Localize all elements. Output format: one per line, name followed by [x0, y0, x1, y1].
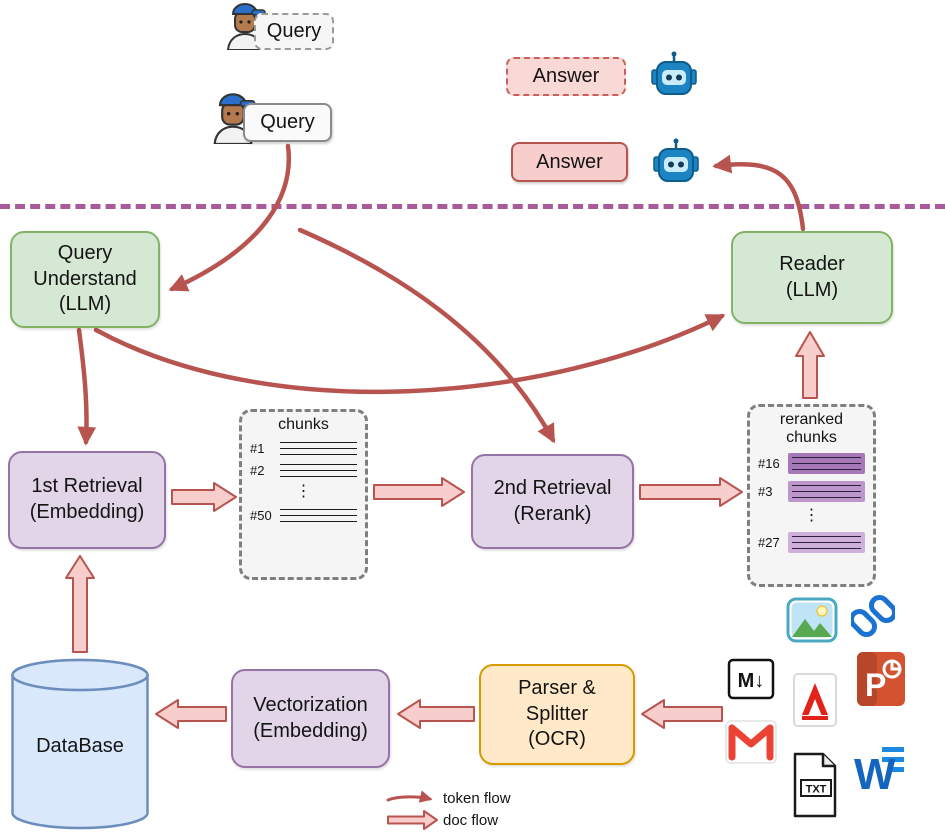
node-label-line: (LLM) — [785, 278, 839, 301]
first-retrieval-node: 1st Retrieval (Embedding) — [8, 451, 166, 549]
docarrow-parser-to-vectorization — [397, 699, 475, 729]
chunk-text-lines — [280, 508, 357, 522]
node-label-line: 2nd Retrieval — [493, 476, 612, 499]
arrow-reader-to-answer — [712, 154, 806, 232]
database-cylinder — [10, 658, 150, 830]
reranked-chunk-bar — [788, 481, 865, 503]
node-label-line: (LLM) — [58, 293, 112, 316]
node-label-line: Understand — [33, 267, 137, 290]
reranked-chunk-bar — [788, 453, 865, 475]
reranked-title-line: chunks — [786, 428, 837, 446]
docarrow-database-to-first-retrieval — [65, 555, 95, 653]
node-label-line: Vectorization — [253, 693, 368, 716]
legend-doc-flow-label: doc flow — [443, 812, 499, 829]
answer-box: Answer — [511, 142, 628, 182]
pdf-file-icon — [792, 672, 838, 728]
second-retrieval-node: 2nd Retrieval (Rerank) — [471, 454, 634, 549]
reranked-chunk-bar — [788, 532, 865, 554]
legend-doc-arrow — [387, 810, 438, 830]
chunk-id: #16 — [758, 456, 780, 472]
chunk-ellipsis: ⋮ — [803, 507, 820, 525]
query-label: Query — [260, 111, 315, 133]
powerpoint-file-icon: P — [855, 650, 907, 708]
arrow-query-understand-to-first-retrieval — [76, 327, 97, 446]
node-label-line: Query — [57, 242, 113, 265]
chunk-id: #3 — [758, 484, 773, 500]
node-label-line: Splitter — [525, 702, 589, 725]
query-box: Query — [243, 103, 332, 142]
legend-token-arrow — [386, 790, 433, 803]
answer-draft-label: Answer — [532, 65, 600, 87]
node-label-line: (Rerank) — [513, 502, 592, 525]
robot-icon — [650, 50, 698, 100]
chunk-id: #50 — [250, 507, 272, 523]
arrow-query-understand-to-reader — [93, 313, 726, 395]
chunk-id: #2 — [250, 462, 265, 478]
database-label: DataBase — [36, 735, 124, 757]
query-understand-node: Query Understand (LLM) — [10, 231, 160, 328]
chunk-row: #1 — [250, 441, 357, 456]
chunk-text-lines — [280, 441, 357, 455]
markdown-glyph: M↓ — [738, 670, 765, 692]
parser-splitter-node: Parser & Splitter (OCR) — [479, 664, 635, 765]
reader-node: Reader (LLM) — [731, 231, 893, 324]
node-label-line: 1st Retrieval — [31, 475, 143, 498]
word-file-icon: W — [854, 737, 908, 799]
legend-token-flow-label: token flow — [443, 790, 511, 807]
reranked-title-line: reranked — [779, 411, 844, 428]
chunk-row: #50 — [250, 508, 357, 523]
link-icon — [848, 592, 898, 640]
docarrow-files-to-parser — [641, 699, 723, 729]
docarrow-chunks-to-second-retrieval — [373, 477, 465, 507]
query-draft-label: Query — [266, 20, 322, 42]
chunks-panel: chunks #1 #2 ⋮ #50 — [239, 409, 368, 580]
query-draft-box: Query — [254, 13, 334, 50]
reranked-chunks-panel: reranked chunks #16 #3 ⋮ #27 — [747, 404, 876, 587]
reranked-chunk-row: #27 — [758, 532, 865, 554]
chunk-id: #1 — [250, 440, 265, 456]
arrow-query-to-query-understand — [168, 143, 292, 292]
answer-draft-box: Answer — [506, 57, 626, 96]
vectorization-node: Vectorization (Embedding) — [231, 669, 390, 768]
node-label-line: Reader — [779, 252, 845, 275]
robot-icon — [652, 137, 700, 187]
reranked-chunk-row: #16 — [758, 453, 865, 475]
docarrow-first-retrieval-to-chunks — [171, 482, 237, 512]
markdown-file-icon: M↓ — [727, 658, 775, 700]
node-label-line: (Embedding) — [29, 501, 145, 523]
node-label-line: (Embedding) — [253, 719, 368, 742]
reranked-chunk-row: #3 — [758, 481, 865, 503]
user-avatar-icon — [222, 0, 268, 51]
txt-glyph: TXT — [806, 784, 827, 796]
pipeline-separator — [0, 204, 945, 209]
docarrow-second-retrieval-to-reranked — [639, 477, 743, 507]
gmail-icon — [724, 717, 778, 767]
chunk-ellipsis: ⋮ — [295, 482, 312, 500]
txt-file-icon: TXT — [787, 750, 841, 820]
chunk-row: #2 — [250, 463, 357, 478]
node-label-line: (OCR) — [528, 728, 586, 751]
word-glyph: W — [854, 750, 896, 795]
node-label-line: Parser & — [518, 677, 596, 700]
answer-label: Answer — [536, 150, 603, 173]
docarrow-vectorization-to-database — [155, 699, 227, 729]
chunks-title: chunks — [278, 416, 329, 433]
powerpoint-glyph: P — [865, 667, 886, 703]
chunk-id: #27 — [758, 535, 780, 551]
user-avatar-icon — [208, 90, 258, 146]
chunk-text-lines — [280, 463, 357, 477]
image-file-icon — [786, 597, 838, 643]
docarrow-reranked-to-reader — [795, 331, 825, 399]
